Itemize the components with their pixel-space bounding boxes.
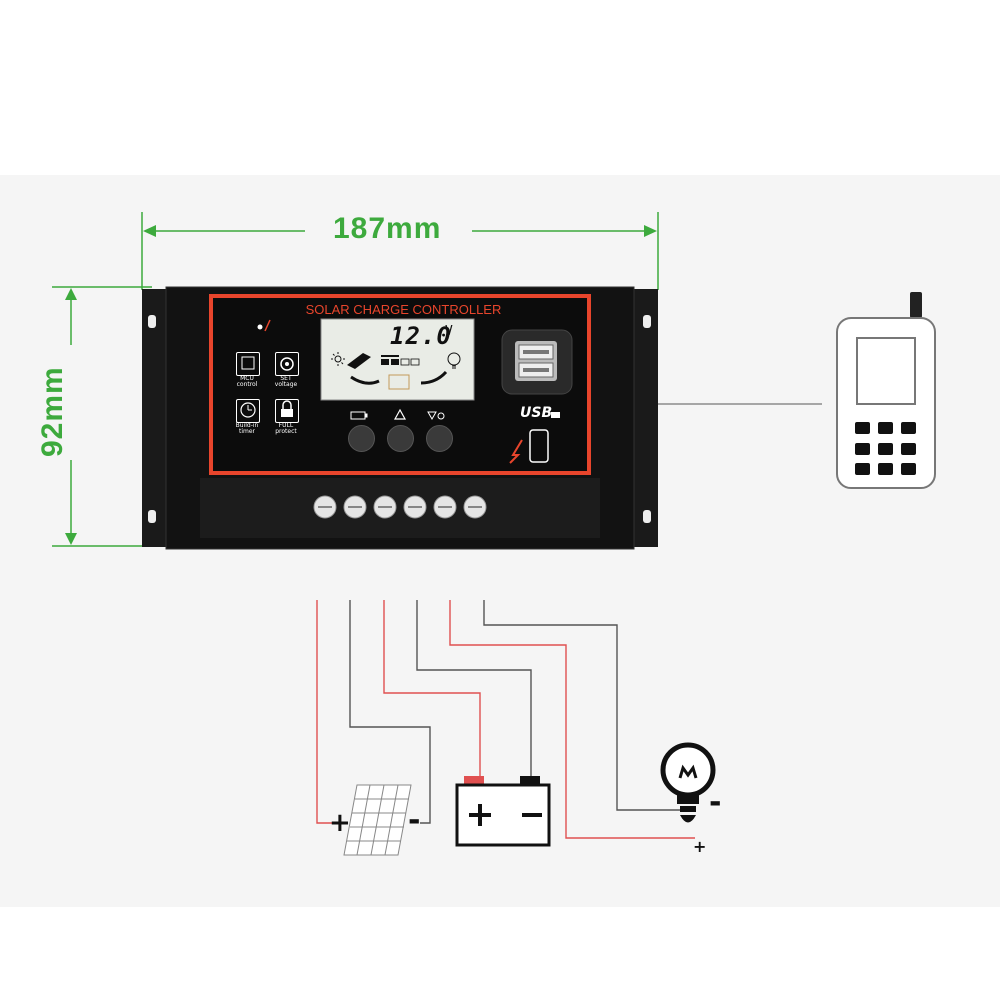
wire-solar-negative [349,600,431,824]
charge-arrow-left [350,375,380,385]
terminal-screw-4 [403,495,427,519]
lightning-icon [509,439,523,464]
display-voltage-value: 12.0 [390,322,452,350]
lcd-battery-icon [388,374,410,390]
terminal-screw-3 [373,495,397,519]
lcd-solar-panel-icon [347,353,371,369]
control-button-2[interactable] [387,425,414,452]
wire-load-negative [483,600,680,811]
temperature-icon [257,319,271,332]
solar-positive-sign: + [329,808,351,838]
clock-icon [236,399,260,423]
light-bulb-icon [660,742,716,823]
feature-label-protect: FULL protect [275,422,297,435]
feature-label-set: SET voltage [274,375,298,388]
usb-label: USB [520,405,553,421]
wire-battery-positive [383,600,481,778]
terminal-screw-6 [463,495,487,519]
load-positive-sign: + [693,837,707,856]
terminal-screw-1 [313,495,337,519]
feature-label-mcu: MCU control [236,375,258,388]
solar-panel-icon [343,784,412,856]
lcd-icons [331,352,461,390]
control-button-3[interactable] [426,425,453,452]
terminal-screw-2 [343,495,367,519]
solar-negative-sign: - [408,803,421,838]
small-phone-icon [529,429,549,463]
control-button-1[interactable] [348,425,375,452]
wire-solar-positive [316,600,332,824]
load-negative-sign: - [709,785,722,820]
lcd-bulb-icon [447,352,461,369]
menu-icon [427,411,445,421]
wire-load-positive [449,600,695,839]
display-voltage-unit: V [445,324,453,339]
feature-label-timer: Build-in timer [235,422,259,435]
terminal-screw-5 [433,495,457,519]
wire-battery-negative [416,600,532,778]
lock-icon [275,399,299,423]
controller-title: SOLAR CHARGE CONTROLLER [305,302,502,317]
mcu-chip-icon [236,352,260,376]
charge-arrow-right [420,370,448,385]
set-gear-icon [275,352,299,376]
width-dimension-label: 187mm [333,212,442,245]
battery-bars-icon [381,355,420,366]
battery-icon [350,411,368,420]
sun-icon [331,352,345,366]
battery-diagram-icon [455,776,551,847]
up-arrow-icon [393,408,407,420]
